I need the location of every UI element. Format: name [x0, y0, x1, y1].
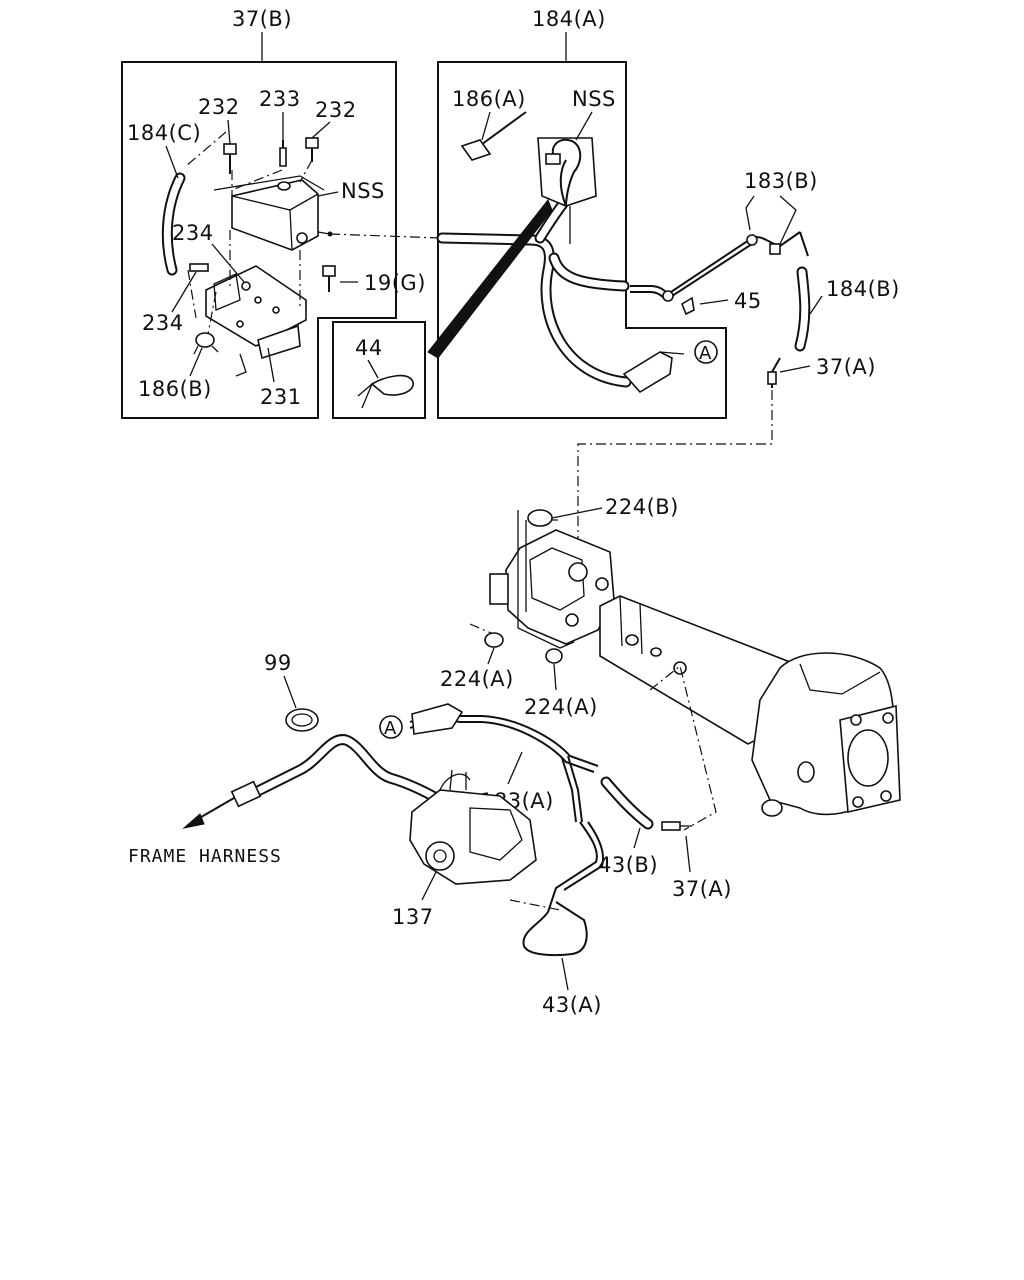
- pump-137: [409, 769, 537, 901]
- label-37a-top: 37(A): [816, 355, 876, 379]
- hose-43b: [600, 776, 692, 873]
- label-231: 231: [260, 385, 302, 409]
- label-183b: 183(B): [744, 169, 818, 193]
- pipe-183a: [409, 703, 599, 823]
- label-232-right: 232: [315, 98, 357, 122]
- label-234-upper: 234: [172, 221, 214, 245]
- label-186a: 186(A): [452, 87, 526, 111]
- label-234-lower: 234: [142, 311, 184, 335]
- vacuum-tank-assembly: [161, 131, 333, 377]
- label-186b: 186(B): [138, 377, 212, 401]
- nss-clip: [537, 137, 597, 244]
- label-nss-left: NSS: [341, 179, 385, 203]
- ref-a-bottom: A: [379, 715, 403, 739]
- label-19g: 19(G): [364, 271, 426, 295]
- label-frame-harness: FRAME HARNESS: [128, 846, 282, 867]
- label-45: 45: [734, 289, 762, 313]
- svg-text:A: A: [699, 343, 712, 364]
- clip-45: [681, 296, 729, 316]
- box-184a: [437, 61, 727, 419]
- label-137: 137: [392, 905, 434, 929]
- hose-43a: [509, 821, 604, 991]
- box-37b: [121, 61, 397, 419]
- transfer-case-axle: [469, 507, 901, 831]
- svg-text:A: A: [384, 718, 397, 739]
- label-43a: 43(A): [542, 993, 602, 1017]
- label-232-left: 232: [198, 95, 240, 119]
- label-224a-left: 224(A): [440, 667, 514, 691]
- label-43b: 43(B): [598, 853, 658, 877]
- label-nss-middle: NSS: [572, 87, 616, 111]
- label-224a-right: 224(A): [524, 695, 598, 719]
- label-184c: 184(C): [127, 121, 201, 145]
- ref-a-top: A: [694, 340, 718, 364]
- box-44: 44: [332, 321, 426, 419]
- hose-184a: [427, 194, 685, 394]
- fitting-37a-top: [767, 357, 811, 388]
- cable-tie-186a: [460, 111, 527, 161]
- label-184b: 184(B): [826, 277, 900, 301]
- label-184a-box: 184(A): [532, 7, 606, 31]
- label-37b-box: 37(B): [232, 7, 292, 31]
- pipe-183b: [630, 231, 809, 302]
- label-224b: 224(B): [605, 495, 679, 519]
- label-233: 233: [259, 87, 301, 111]
- bolt-19g: [322, 265, 358, 292]
- frame-harness-wire: [182, 734, 456, 829]
- label-99: 99: [264, 651, 292, 675]
- hose-184b: [794, 266, 823, 352]
- label-37a-bottom: 37(A): [672, 877, 732, 901]
- label-44: 44: [355, 336, 383, 360]
- clamp-99: [283, 675, 319, 732]
